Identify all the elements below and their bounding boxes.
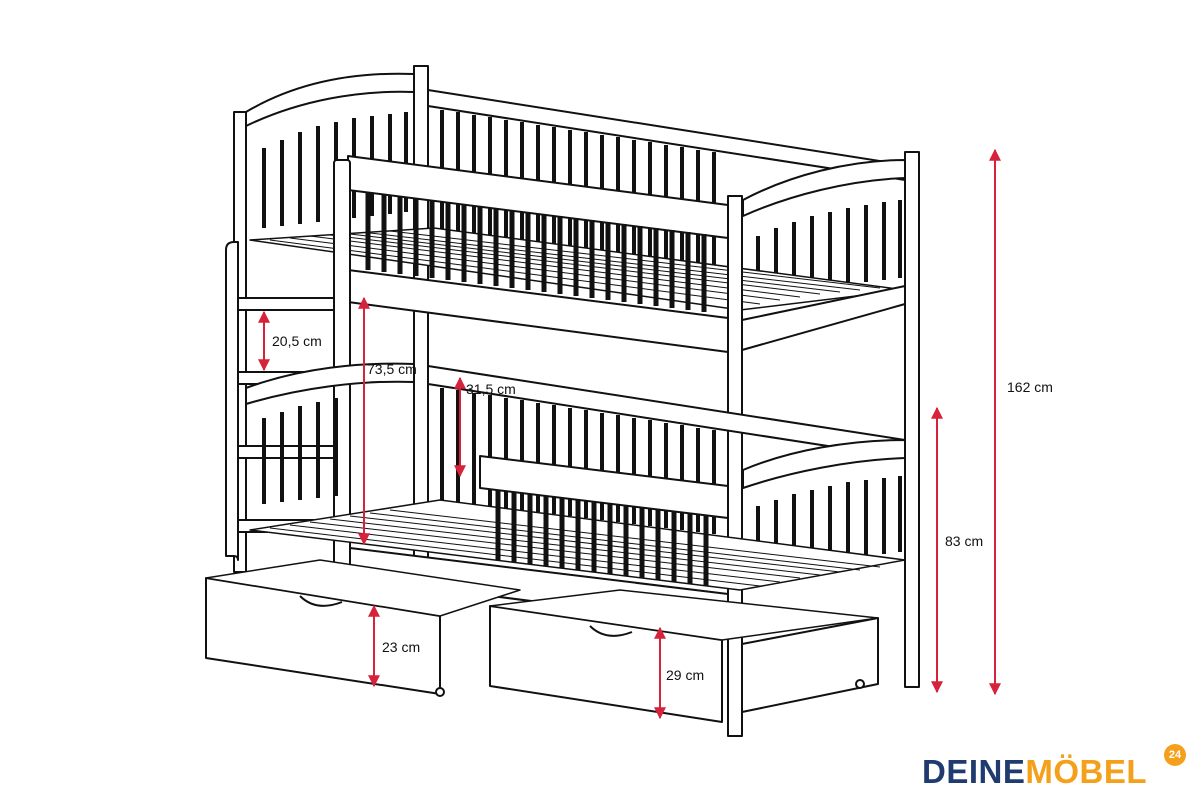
- post-back-right: [904, 151, 920, 688]
- bed-frame: [205, 65, 920, 737]
- lower-left-headboard-slats: [262, 398, 338, 504]
- dimension-lines: [258, 148, 1001, 720]
- lower-front-guard-rail: [479, 455, 729, 519]
- lower-front-slats: [495, 490, 709, 586]
- upper-right-headboard-slats: [756, 200, 902, 296]
- drawer-left-wheel: [435, 687, 445, 697]
- brand-logo-part2: MÖBEL: [1025, 753, 1148, 790]
- label-total-height: 162 cm: [1007, 379, 1053, 395]
- drawer-left-top: [205, 559, 521, 617]
- ladder-left-rail: [225, 241, 239, 561]
- upper-back-top-rail: [427, 89, 906, 181]
- drawer-right-wheel: [855, 679, 865, 689]
- ladder-rung-1: [237, 297, 335, 311]
- label-lower-bed: 83 cm: [945, 533, 983, 549]
- label-rung-spacing: 20,5 cm: [272, 333, 322, 349]
- upper-left-headboard: [245, 72, 415, 127]
- post-front-right: [727, 195, 743, 737]
- upper-front-slats: [365, 192, 707, 312]
- upper-right-headboard: [742, 159, 906, 217]
- lower-back-slats: [440, 388, 716, 534]
- drawer-left-handle: [299, 595, 343, 607]
- lower-right-headboard: [742, 439, 906, 489]
- label-upper-rail: 31,5 cm: [466, 381, 516, 397]
- label-bed-gap: 73,5 cm: [367, 361, 417, 377]
- label-drawer-left: 23 cm: [382, 639, 420, 655]
- brand-logo-part1: DEINE: [922, 753, 1026, 790]
- lower-right-headboard-slats: [756, 476, 902, 568]
- drawer-right-side: [741, 617, 879, 713]
- label-drawer-right: 29 cm: [666, 667, 704, 683]
- brand-logo: DEINEMÖBEL: [922, 752, 1147, 792]
- brand-logo-badge: 24: [1164, 744, 1186, 766]
- lower-left-headboard: [245, 362, 415, 405]
- drawer-right-handle: [589, 625, 633, 637]
